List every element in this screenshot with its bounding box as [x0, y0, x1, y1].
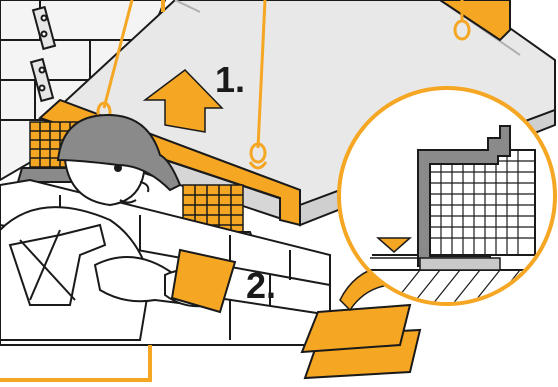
detail-tile-grid	[430, 150, 535, 255]
step-1-label: 1.	[215, 59, 245, 100]
shim-plate-stack	[302, 305, 420, 378]
step-2-label: 2.	[246, 265, 276, 306]
